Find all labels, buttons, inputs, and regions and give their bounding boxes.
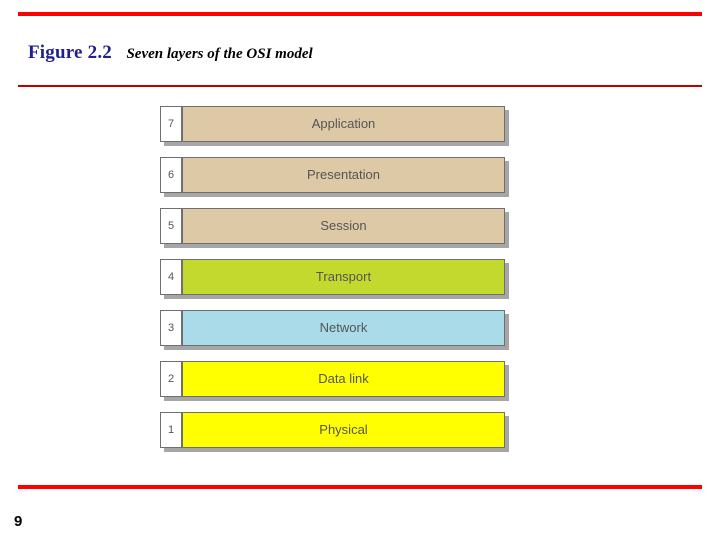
layer-content: 2 Data link <box>160 361 505 397</box>
layer-number: 4 <box>160 259 182 295</box>
figure-title: Figure 2.2 Seven layers of the OSI model <box>28 42 688 70</box>
layer-name: Session <box>182 208 505 244</box>
layer-content: 6 Presentation <box>160 157 505 193</box>
layer-name: Network <box>182 310 505 346</box>
title-divider-rule <box>18 85 702 87</box>
layer-number: 7 <box>160 106 182 142</box>
layer-content: 4 Transport <box>160 259 505 295</box>
layer-row: 6 Presentation <box>160 157 509 197</box>
osi-layer-stack: 7 Application 6 Presentation 5 Session 4… <box>160 106 520 466</box>
layer-number: 2 <box>160 361 182 397</box>
layer-name: Application <box>182 106 505 142</box>
page-number: 9 <box>14 513 23 530</box>
layer-number: 5 <box>160 208 182 244</box>
layer-row: 7 Application <box>160 106 509 146</box>
layer-name: Presentation <box>182 157 505 193</box>
layer-row: 3 Network <box>160 310 509 350</box>
figure-label: Figure 2.2 <box>28 42 112 63</box>
layer-row: 5 Session <box>160 208 509 248</box>
layer-name: Physical <box>182 412 505 448</box>
layer-number: 1 <box>160 412 182 448</box>
figure-caption: Seven layers of the OSI model <box>126 46 313 62</box>
layer-content: 7 Application <box>160 106 505 142</box>
layer-content: 3 Network <box>160 310 505 346</box>
bottom-accent-rule <box>18 485 702 489</box>
layer-number: 6 <box>160 157 182 193</box>
layer-number: 3 <box>160 310 182 346</box>
layer-row: 4 Transport <box>160 259 509 299</box>
layer-name: Transport <box>182 259 505 295</box>
layer-content: 1 Physical <box>160 412 505 448</box>
layer-row: 1 Physical <box>160 412 509 452</box>
layer-row: 2 Data link <box>160 361 509 401</box>
layer-name: Data link <box>182 361 505 397</box>
top-accent-rule <box>18 12 702 16</box>
layer-content: 5 Session <box>160 208 505 244</box>
